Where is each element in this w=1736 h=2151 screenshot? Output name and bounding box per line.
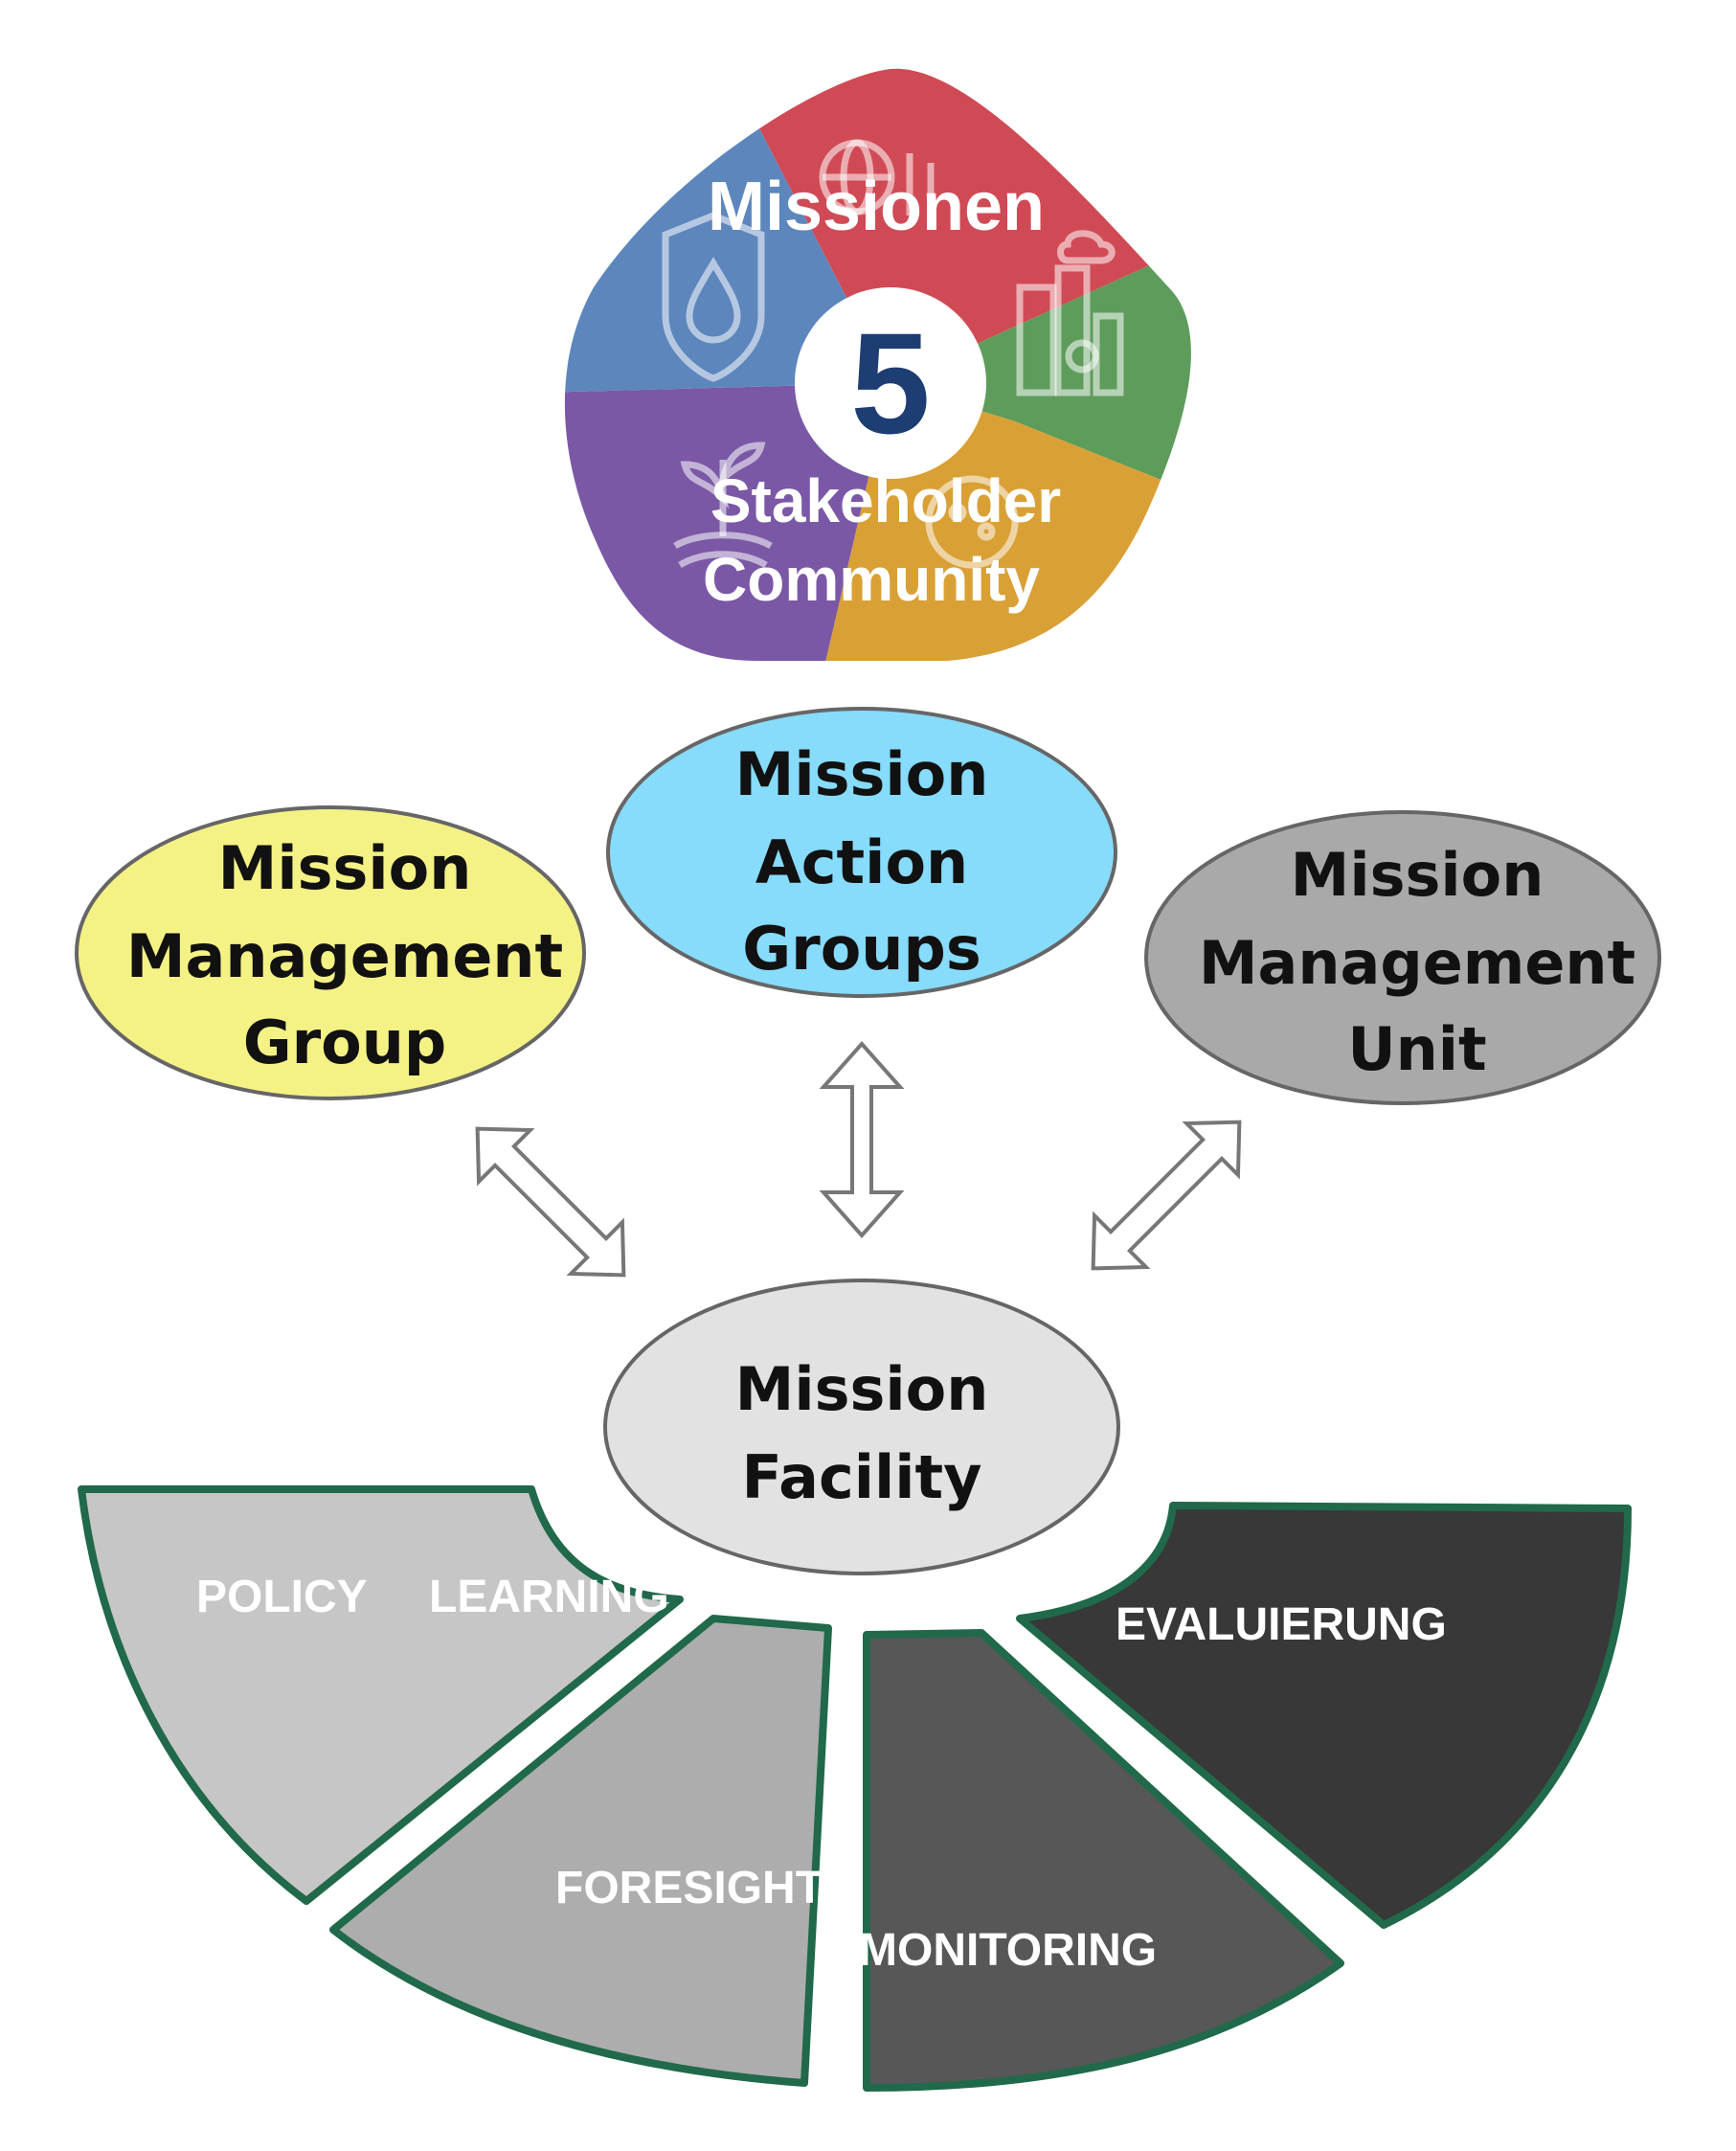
missions-label: Missionen (708, 169, 1045, 245)
management-group-line-3: Group (243, 1008, 447, 1077)
policy-label: POLICY (196, 1572, 368, 1622)
double-arrow-management-unit (1091, 1120, 1242, 1271)
management-unit-line-2: Management (1199, 928, 1635, 998)
double-arrow-action-groups (819, 1040, 905, 1239)
water-shield-icon (662, 212, 765, 382)
management-group-line-2: Management (126, 921, 563, 991)
stakeholder-label: Stakeholder (710, 466, 1061, 535)
microbe-icon (925, 475, 1019, 569)
body-mission-action-groups: Mission Action Groups (606, 707, 1117, 998)
facility-ellipse (603, 1279, 1120, 1575)
body-mission-management-unit: Mission Management Unit (1144, 810, 1661, 1105)
action-groups-line-2: Action (755, 827, 968, 897)
segment-policy-learning (78, 1485, 684, 1905)
facility-line-1: Mission (735, 1354, 989, 1424)
missions-badge: 5 Missionen Stakeholder Community (564, 68, 1191, 662)
facility-line-2: Facility (741, 1442, 981, 1512)
city-icon (1016, 230, 1124, 396)
monitoring-label: MONITORING (859, 1925, 1157, 1976)
double-arrow-management-group (475, 1126, 626, 1278)
badge-center-circle (795, 287, 986, 479)
action-groups-line-1: Mission (735, 739, 989, 809)
action-groups-line-3: Groups (742, 914, 981, 984)
management-unit-line-3: Unit (1347, 1014, 1486, 1084)
action-groups-ellipse (606, 707, 1117, 998)
evaluierung-label: EVALUIERUNG (1116, 1599, 1447, 1650)
foresight-label: FORESIGHT (555, 1863, 823, 1913)
badge-segment-green (891, 239, 1191, 498)
management-group-line-1: Mission (218, 833, 472, 903)
missions-count: 5 (850, 303, 930, 464)
management-unit-ellipse (1144, 810, 1661, 1105)
body-mission-facility: Mission Facility (603, 1279, 1120, 1575)
plant-icon (673, 442, 773, 569)
community-label: Community (703, 545, 1040, 614)
management-group-ellipse (75, 805, 586, 1100)
globe-icon (819, 139, 935, 215)
body-mission-management-group: Mission Management Group (75, 805, 586, 1100)
badge-pictograms (662, 139, 1124, 569)
learning-label: LEARNING (429, 1572, 669, 1622)
management-unit-line-1: Mission (1291, 840, 1544, 910)
segment-monitoring (863, 1629, 1344, 2092)
segment-evaluierung (1016, 1502, 1632, 1929)
segment-foresight (329, 1615, 832, 2087)
